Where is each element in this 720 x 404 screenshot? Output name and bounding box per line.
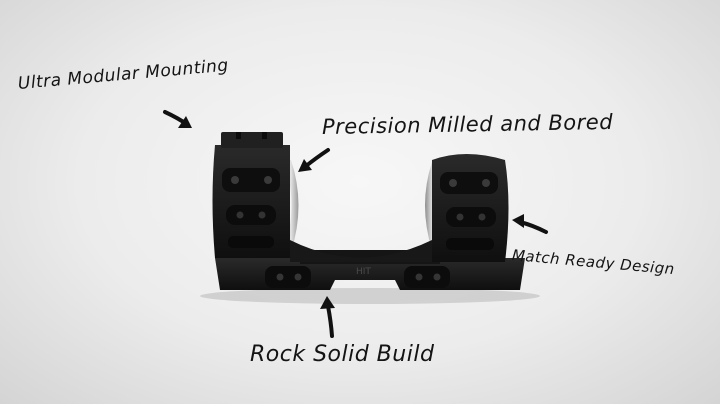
- callout-precision: Precision Milled and Bored: [321, 109, 614, 139]
- svg-text:HIT: HIT: [356, 267, 371, 277]
- callout-solid: Rock Solid Build: [250, 342, 435, 367]
